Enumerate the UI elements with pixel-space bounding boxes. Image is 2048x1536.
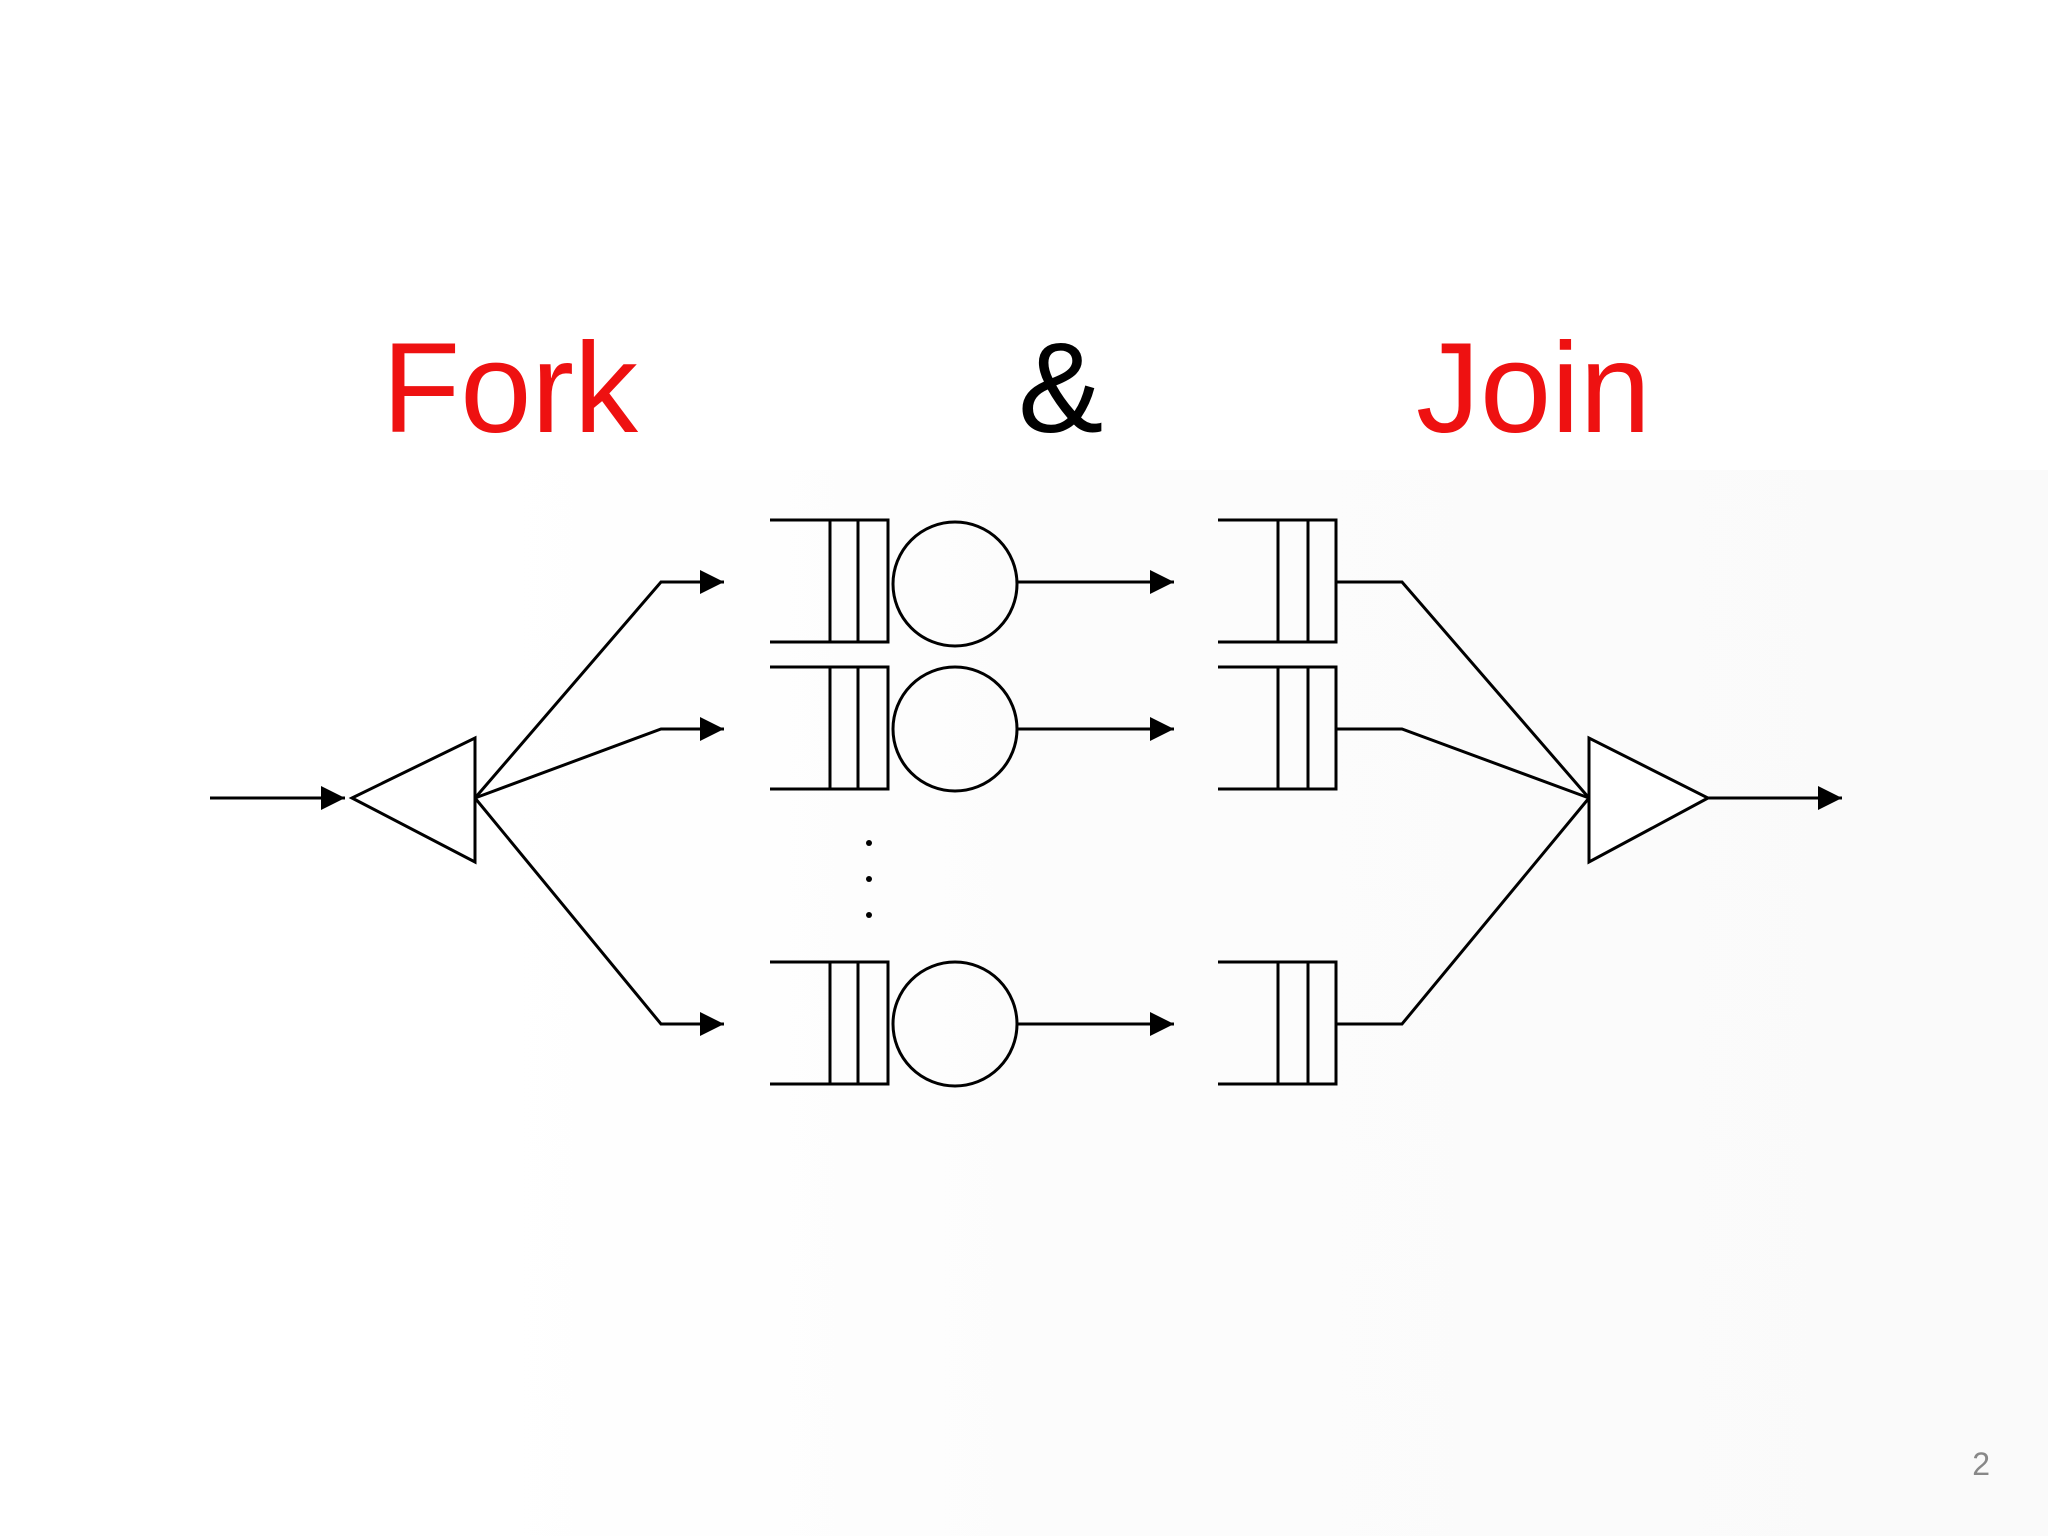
fork-branch-2 <box>474 717 724 800</box>
join-branch-2 <box>1336 727 1590 800</box>
service-station-2 <box>770 665 1338 793</box>
join-queue-2 <box>1218 665 1338 791</box>
join-node <box>1587 735 1712 865</box>
page-number: 2 <box>1972 1446 1990 1482</box>
join-branch-n <box>1336 797 1591 1026</box>
join-queue-1 <box>1218 518 1338 644</box>
fork-branch-n <box>473 797 724 1036</box>
title-ampersand: & <box>1018 317 1104 460</box>
service-station-n <box>770 960 1338 1088</box>
server-queue-2 <box>770 665 890 791</box>
server-1 <box>891 520 1019 648</box>
slide-background-shade <box>470 470 2048 1536</box>
server-queue-n <box>770 960 890 1086</box>
title-fork: Fork <box>382 317 638 460</box>
join-branch-1 <box>1336 580 1591 799</box>
fork-node <box>348 735 477 865</box>
service-station-1 <box>770 518 1338 648</box>
title-join: Join <box>1416 317 1651 460</box>
server-n <box>891 960 1019 1088</box>
join-queue-n <box>1218 960 1338 1086</box>
server-queue-1 <box>770 518 890 644</box>
server-2 <box>891 665 1019 793</box>
ellipsis-dots <box>866 840 872 918</box>
fork-branch-1 <box>473 570 724 799</box>
